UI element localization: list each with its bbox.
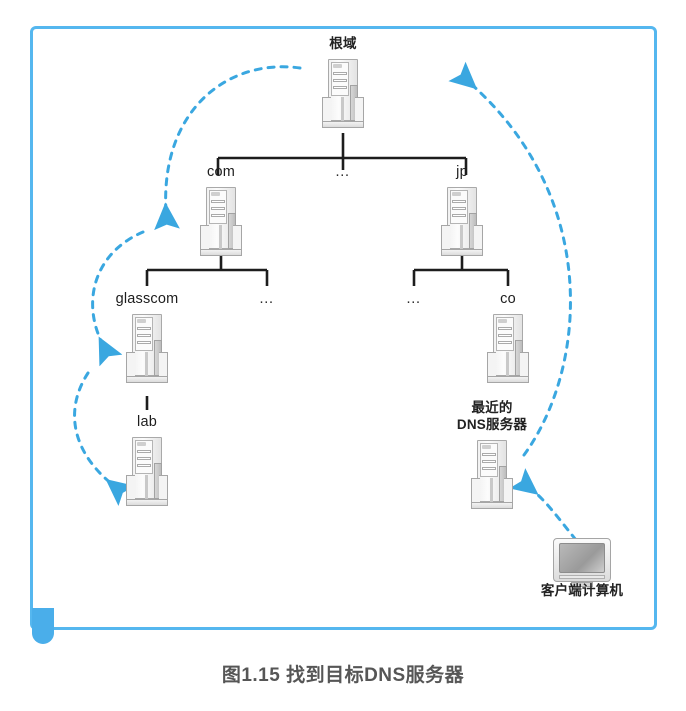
server-icon-com bbox=[198, 187, 244, 261]
server-icon-co bbox=[485, 314, 531, 388]
figure-corner-tab bbox=[32, 608, 54, 644]
node-label-co: co bbox=[500, 291, 516, 307]
node-label-nearest-dns-line2: DNS服务器 bbox=[456, 417, 528, 432]
node-label-com-ellipsis: … bbox=[258, 290, 276, 307]
figure-caption: 图1.15 找到目标DNS服务器 bbox=[221, 665, 465, 686]
node-label-glasscom: glasscom bbox=[115, 291, 179, 307]
node-label-root-ellipsis: … bbox=[334, 163, 352, 180]
server-icon-glasscom bbox=[124, 314, 170, 388]
node-label-jp: jp bbox=[456, 164, 468, 180]
node-label-jp-ellipsis: … bbox=[405, 290, 423, 307]
server-icon-lab bbox=[124, 437, 170, 511]
server-icon-nearest-dns bbox=[469, 440, 515, 514]
node-label-lab: lab bbox=[137, 414, 157, 430]
node-label-root: 根域 bbox=[329, 36, 357, 51]
node-label-com: com bbox=[207, 164, 235, 180]
client-computer-icon bbox=[553, 538, 611, 590]
node-label-client-computer: 客户端计算机 bbox=[540, 583, 624, 598]
server-icon-jp bbox=[439, 187, 485, 261]
server-icon-root bbox=[320, 59, 366, 133]
node-label-nearest-dns-line1: 最近的 bbox=[471, 400, 513, 415]
